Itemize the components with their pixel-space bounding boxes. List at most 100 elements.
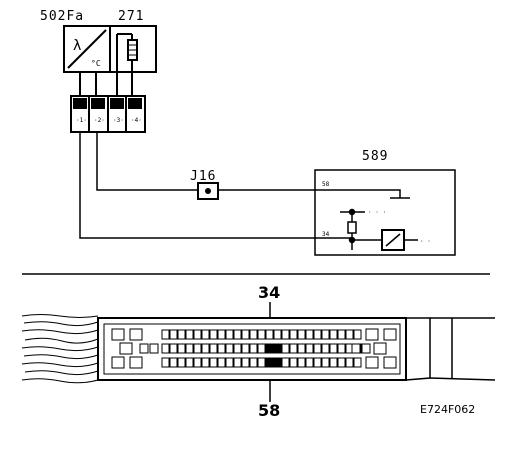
connector-pin	[129, 356, 143, 369]
figure-reference: E724F062	[420, 403, 475, 416]
connector-pin	[329, 357, 338, 368]
connector-pin	[321, 357, 330, 368]
connector-pin-highlighted	[265, 343, 274, 354]
module-internal-label: · · ·	[368, 209, 386, 216]
connector-pin	[281, 343, 290, 354]
connector-pin	[313, 357, 322, 368]
connector-pin	[305, 343, 314, 354]
junction-j16-label: J16	[190, 169, 216, 184]
wires	[79, 132, 410, 239]
connector-pin	[281, 357, 290, 368]
svg-text:°C: °C	[91, 59, 101, 68]
connector-pin	[365, 328, 379, 341]
module-589	[314, 169, 456, 256]
connector-pin	[193, 329, 202, 340]
connector-pin	[329, 343, 338, 354]
connector-pin-upper-label: 34	[258, 283, 280, 302]
sensor-502fa: λ °C	[63, 25, 111, 73]
connector-pin	[305, 357, 314, 368]
connector-pin	[265, 329, 274, 340]
connector-pin	[185, 343, 194, 354]
cable-right	[405, 317, 496, 381]
connector-pin	[313, 343, 322, 354]
connector-pin	[233, 343, 242, 354]
connector-pin	[249, 343, 258, 354]
module-pin-lower: 34	[322, 231, 330, 238]
component-271-label: 271	[118, 9, 144, 24]
connector-pin	[305, 329, 314, 340]
connector-pin	[353, 329, 362, 340]
connector-pin	[185, 357, 194, 368]
connector-pin	[361, 343, 371, 354]
connector-pin	[289, 343, 298, 354]
svg-text:·3·: ·3·	[113, 117, 124, 124]
connector-pin-highlighted	[273, 343, 282, 354]
svg-text:λ: λ	[73, 38, 81, 54]
connector-pin	[273, 329, 282, 340]
cable-left	[21, 314, 99, 384]
connector-pin	[169, 357, 178, 368]
connector-pin	[139, 343, 149, 354]
component-502fa-label: 502Fa	[40, 9, 84, 24]
connector-pin	[217, 329, 226, 340]
connector-pin	[209, 329, 218, 340]
connector-pin	[383, 328, 397, 341]
connector-pin	[297, 357, 306, 368]
module-output-label: · ·	[420, 238, 431, 245]
connector-pin	[383, 356, 397, 369]
connector-pin	[225, 343, 234, 354]
sensor-leads	[79, 72, 97, 96]
connector-pin	[241, 357, 250, 368]
connector-pin-highlighted	[265, 357, 274, 368]
connector-pin	[257, 343, 266, 354]
connector-pin	[161, 329, 170, 340]
svg-text:·2·: ·2·	[94, 117, 105, 124]
connector-pin-lower-label: 58	[258, 401, 280, 420]
connector-pin	[209, 357, 218, 368]
connector-pin	[111, 328, 125, 341]
connector-pin	[193, 357, 202, 368]
connector-pin	[321, 329, 330, 340]
connector-pin	[217, 343, 226, 354]
connector-pin	[169, 343, 178, 354]
connector-pin	[193, 343, 202, 354]
connector-pin	[289, 329, 298, 340]
connector-pin	[177, 343, 186, 354]
connector-pin	[337, 357, 346, 368]
connector-pin	[353, 357, 362, 368]
sensor-connector: ·1· ·2· ·3· ·4·	[70, 95, 146, 133]
connector-pin	[177, 357, 186, 368]
connector-pin	[257, 329, 266, 340]
connector-pin	[329, 329, 338, 340]
connector-pin	[129, 328, 143, 341]
connector-pin	[149, 343, 159, 354]
connector-pin	[365, 356, 379, 369]
connector-pin	[297, 343, 306, 354]
connector-pin	[257, 357, 266, 368]
ecu-connector	[21, 314, 496, 384]
connector-pin	[241, 343, 250, 354]
connector-pin	[321, 343, 330, 354]
connector-pin	[337, 343, 346, 354]
connector-pin	[225, 329, 234, 340]
connector-pin	[297, 329, 306, 340]
connector-pin	[337, 329, 346, 340]
heater-271	[109, 25, 157, 96]
connector-pin	[313, 329, 322, 340]
pin-grid	[111, 328, 397, 369]
junction-j16	[197, 182, 219, 200]
connector-pin	[281, 329, 290, 340]
connector-pin	[345, 357, 354, 368]
connector-pin	[169, 329, 178, 340]
connector-pin	[249, 357, 258, 368]
connector-pin	[161, 343, 170, 354]
module-pin-upper: 58	[322, 181, 330, 188]
connector-pin	[249, 329, 258, 340]
connector-pin	[119, 342, 133, 355]
connector-pin	[345, 329, 354, 340]
svg-text:·4·: ·4·	[131, 117, 142, 124]
connector-pin	[233, 329, 242, 340]
connector-pin	[289, 357, 298, 368]
connector-pin-highlighted	[273, 357, 282, 368]
connector-pin	[185, 329, 194, 340]
